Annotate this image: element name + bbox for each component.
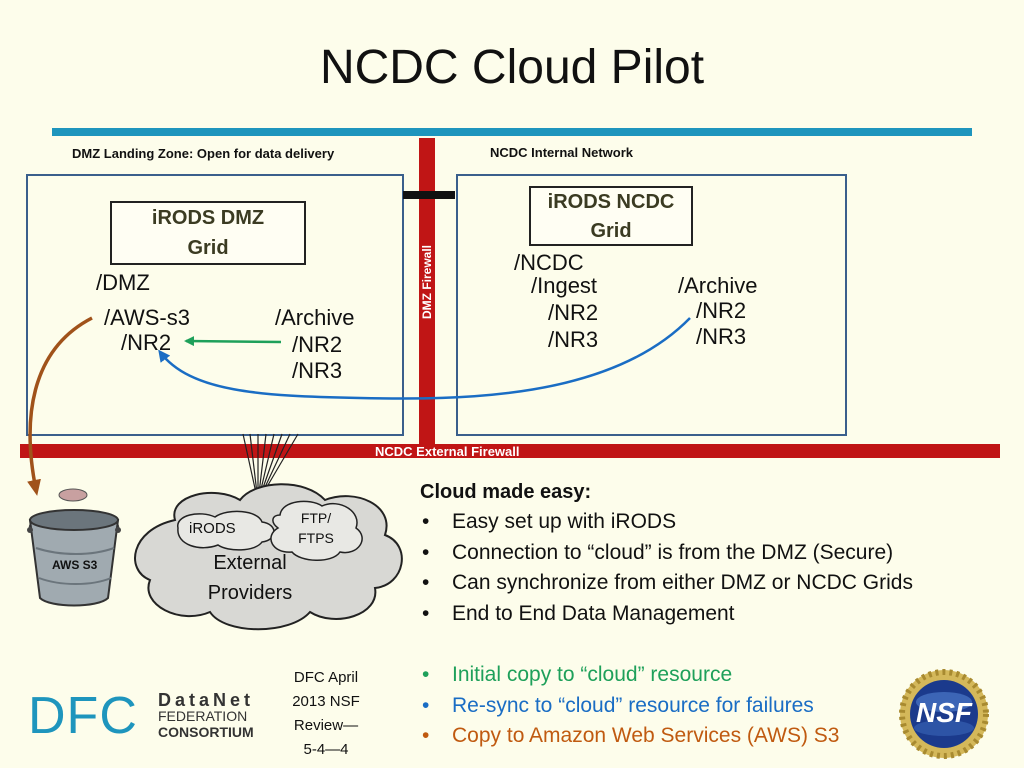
summary-bullet: Can synchronize from either DMZ or NCDC … [420,568,913,599]
summary-bullet: End to End Data Management [420,599,913,630]
external-providers-line2: Providers [207,582,293,604]
footer-line: DFC April [293,669,359,686]
external-providers-line1: External [213,552,287,574]
ncdc-archive-nr3-path: /NR3 [696,324,747,349]
irods-ncdc-grid-subtitle: Grid [590,220,632,242]
irods-dmz-grid-box: iRODS DMZ Grid [110,201,306,265]
external-firewall-label: NCDC External Firewall [375,444,520,459]
irods-dmz-grid-title: iRODS DMZ [151,207,265,229]
footer-line: Review— [293,717,359,734]
irods-ncdc-grid-box: iRODS NCDC Grid [529,186,693,246]
irods-ncdc-grid-title: iRODS NCDC [547,191,675,213]
legend-bullet-list: Initial copy to “cloud” resource Re-sync… [420,660,839,752]
ftp-cloud-label: FTP/ FTPS [294,508,338,548]
dmz-aws-s3-path: /AWS-s3 [104,305,190,330]
ncdc-ingest-nr3-path: /NR3 [548,327,599,352]
aws-copy-arrow [27,316,93,496]
dmz-root-path: /DMZ [96,270,150,295]
nsf-logo-text: NSF [916,697,972,728]
summary-bullet: Easy set up with iRODS [420,507,913,538]
ncdc-ingest-nr2-path: /NR2 [548,300,599,325]
initial-copy-arrow [184,336,282,347]
datanet-logo-line1: DataNet [158,690,255,710]
datanet-logo-line2: FEDERATION [158,708,248,724]
datanet-logo-line3: CONSORTIUM [158,724,254,740]
ncdc-root-path: /NCDC [514,250,584,275]
datanet-federation-logo: DataNet FEDERATION CONSORTIUM [158,690,255,740]
summary-bullet: Connection to “cloud” is from the DMZ (S… [420,538,913,569]
summary-bullet-list: Easy set up with iRODS Connection to “cl… [420,507,913,629]
irods-cloud-label: iRODS [189,520,236,537]
nsf-logo-seal [899,669,989,759]
ftp-label-line2: FTPS [298,530,334,546]
aws-s3-bucket-label: AWS S3 [52,558,98,572]
aws-s3-bucket-icon [27,488,121,607]
dmz-zone-label: DMZ Landing Zone: Open for data delivery [72,146,335,161]
ncdc-archive-nr2-path: /NR2 [696,298,747,323]
footer-caption: DFC April 2013 NSF Review— 5-4—4 [287,666,365,762]
page-title: NCDC Cloud Pilot [319,41,705,94]
irods-dmz-grid-subtitle: Grid [187,237,229,259]
legend-aws-copy: Copy to Amazon Web Services (AWS) S3 [420,721,839,752]
external-providers-label: External Providers [190,548,310,608]
dmz-archive-nr2-path: /NR2 [292,332,343,357]
ftp-label-line1: FTP/ [300,510,332,526]
dmz-archive-nr3-path: /NR3 [292,358,343,383]
firewall-connector [403,191,455,199]
dfc-logo: DFC [28,687,138,745]
summary-heading: Cloud made easy: [420,481,592,503]
legend-initial-copy: Initial copy to “cloud” resource [420,660,839,691]
resync-arrow [158,317,691,400]
legend-resync: Re-sync to “cloud” resource for failures [420,691,839,722]
dmz-firewall [419,138,435,446]
ftp-cloud-bubble [270,500,363,561]
footer-line: 2013 NSF [292,693,360,710]
ncdc-ingest-path: /Ingest [531,273,598,298]
dmz-archive-path: /Archive [275,305,355,330]
ncdc-zone-label: NCDC Internal Network [490,145,634,160]
footer-line: 5-4—4 [303,741,349,758]
ncdc-archive-path: /Archive [678,273,758,298]
title-underline-bar [52,128,972,136]
